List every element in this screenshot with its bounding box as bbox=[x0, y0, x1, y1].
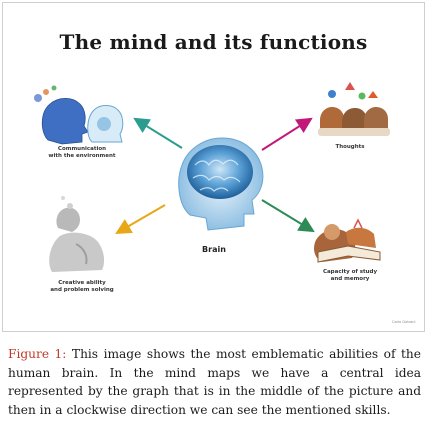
arrow-top-right bbox=[261, 117, 313, 151]
node-bottom-left-label-line1: Creative ability bbox=[58, 280, 106, 286]
brain-label: Brain bbox=[202, 245, 226, 254]
node-top-left-label-line1: Communication bbox=[58, 146, 106, 152]
arrow-bottom-left bbox=[115, 204, 166, 235]
creative-thinker-icon bbox=[49, 196, 105, 272]
node-top-left-label-line2: with the environment bbox=[48, 153, 116, 159]
figure-caption: Figure 1: This image shows the most embl… bbox=[8, 345, 421, 419]
central-brain-head-icon bbox=[178, 137, 264, 231]
arrow-top-left bbox=[133, 117, 183, 149]
thoughts-heads-icon bbox=[318, 82, 390, 136]
study-memory-icon bbox=[314, 218, 381, 263]
figure-watermark: Carlo Galvani bbox=[392, 320, 416, 324]
caption-text: This image shows the most emblematic abi… bbox=[8, 347, 421, 417]
node-bottom-left-label-line2: and problem solving bbox=[50, 287, 113, 293]
arrow-bottom-right bbox=[261, 199, 315, 233]
caption-label: Figure 1: bbox=[8, 347, 67, 361]
node-top-right-label: Thoughts bbox=[335, 144, 365, 150]
communication-heads-icon bbox=[34, 85, 124, 145]
node-bottom-right-label-line2: and memory bbox=[331, 276, 370, 282]
node-bottom-right-label-line1: Capacity of study bbox=[323, 269, 378, 275]
figure-title: The mind and its functions bbox=[59, 30, 368, 54]
